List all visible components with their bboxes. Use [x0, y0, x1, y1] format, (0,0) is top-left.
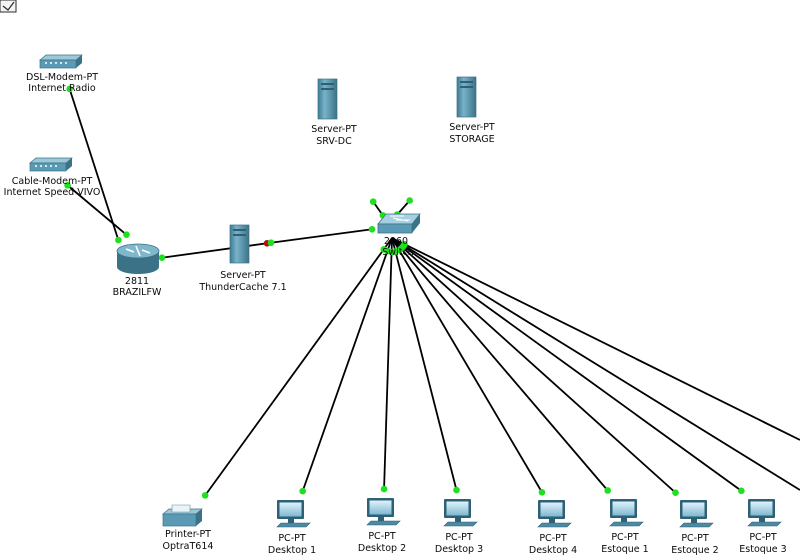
- pc-type-label: PC-PT: [445, 532, 473, 543]
- switch-node[interactable]: 2960 Switch: [377, 213, 421, 258]
- thundercache-type-label: Server-PT: [220, 270, 266, 281]
- pc-type-label: PC-PT: [611, 532, 639, 543]
- dsl-modem-icon: [39, 54, 83, 69]
- switch-name-label: Switch: [382, 247, 413, 258]
- port-up-indicator: [369, 198, 377, 205]
- cable-switch-printer[interactable]: [203, 237, 393, 498]
- thundercache-server-node[interactable]: Server-PT ThunderCache 7.1: [198, 224, 287, 293]
- window-corner-icon: [0, 0, 17, 13]
- pc-icon: [276, 500, 311, 528]
- switch-type-label: 2960: [384, 236, 408, 247]
- pc-name-label: Desktop 1: [268, 545, 316, 556]
- storage-name-label: STORAGE: [449, 134, 494, 145]
- pc-icon: [443, 499, 478, 527]
- cable-dsl-router[interactable]: [68, 86, 120, 243]
- thundercache-name-label: ThunderCache 7.1: [198, 282, 286, 293]
- port-up-indicator: [380, 485, 388, 493]
- switch-icon: [377, 213, 421, 234]
- pc-name-label: Estoque 2: [671, 545, 718, 556]
- port-up-indicator: [158, 254, 166, 262]
- port-up-indicator: [267, 239, 275, 247]
- srv-dc-name-label: SRV-DC: [316, 136, 352, 147]
- printer-icon: [162, 504, 203, 527]
- cable-switch-d4[interactable]: [391, 237, 544, 495]
- pc-type-label: PC-PT: [749, 532, 777, 543]
- port-up-indicator: [201, 492, 209, 499]
- port-up-indicator: [115, 236, 122, 244]
- storage-server-node[interactable]: Server-PT STORAGE: [449, 76, 495, 145]
- dsl-modem-name-label: Internet Radio: [28, 83, 96, 94]
- port-up-indicator: [538, 488, 546, 496]
- srv-dc-server-node[interactable]: Server-PT SRV-DC: [311, 78, 357, 147]
- cable-cache-switch[interactable]: [268, 228, 375, 244]
- cable-modem-node[interactable]: Cable-Modem-PT Internet Speed VIVO: [4, 157, 101, 198]
- pc-icon: [679, 500, 714, 528]
- cable-switch-offscreen-1[interactable]: [391, 237, 800, 441]
- pc-type-label: PC-PT: [681, 533, 709, 544]
- cable-switch-d1[interactable]: [301, 237, 393, 494]
- pc-icon: [537, 500, 572, 528]
- port-up-indicator: [66, 85, 73, 93]
- links-layer: [65, 86, 800, 498]
- port-up-indicator: [123, 231, 130, 239]
- pc-icon: [747, 499, 782, 527]
- cable-cable-router[interactable]: [65, 183, 129, 237]
- port-up-indicator: [604, 487, 612, 494]
- dsl-modem-node[interactable]: DSL-Modem-PT Internet Radio: [26, 54, 98, 94]
- server-icon: [317, 78, 338, 120]
- cable-switch-d3[interactable]: [391, 237, 458, 493]
- pc-name-label: Desktop 3: [435, 544, 483, 555]
- pc-type-label: PC-PT: [278, 533, 306, 544]
- pc-name-label: Estoque 1: [601, 544, 648, 555]
- port-up-indicator: [406, 197, 413, 204]
- router-type-label: 2811: [125, 276, 149, 287]
- port-up-indicator: [64, 181, 71, 189]
- pc-icon: [366, 498, 401, 526]
- printer-name-label: OptraT614: [163, 541, 214, 552]
- srv-dc-type-label: Server-PT: [311, 124, 357, 135]
- pc-type-label: PC-PT: [539, 533, 567, 544]
- port-up-indicator: [738, 487, 745, 495]
- cable-modem-icon: [29, 157, 73, 172]
- cable-switch-d2[interactable]: [383, 237, 393, 492]
- port-up-indicator: [672, 489, 679, 496]
- server-icon: [229, 224, 250, 264]
- router-node[interactable]: 2811 BRAZILFW: [113, 243, 162, 298]
- printer-type-label: Printer-PT: [165, 529, 211, 540]
- pc-type-label: PC-PT: [368, 531, 396, 542]
- storage-type-label: Server-PT: [449, 122, 495, 133]
- cable-switch-e2[interactable]: [391, 237, 678, 495]
- pc-icon: [609, 499, 644, 527]
- cable-switch-e1[interactable]: [391, 237, 610, 493]
- port-up-indicator: [453, 486, 460, 494]
- port-up-indicator: [368, 225, 376, 233]
- port-indicators: [64, 85, 745, 499]
- cable-switch-e3[interactable]: [391, 237, 744, 493]
- router-icon: [116, 243, 160, 274]
- cable-modem-name-label: Internet Speed VIVO: [4, 187, 101, 198]
- server-icon: [456, 76, 477, 118]
- cable-router-cache[interactable]: [159, 242, 270, 259]
- port-up-indicator: [400, 242, 408, 249]
- cable-switch-offscreen-2[interactable]: [391, 237, 800, 491]
- cable-modem-type-label: Cable-Modem-PT: [12, 176, 93, 187]
- dsl-modem-type-label: DSL-Modem-PT: [26, 72, 98, 83]
- pc-name-label: Desktop 2: [358, 543, 406, 554]
- printer-node[interactable]: Printer-PT OptraT614: [162, 504, 214, 552]
- router-name-label: BRAZILFW: [113, 287, 162, 298]
- port-up-indicator: [299, 487, 306, 495]
- pc-name-label: Desktop 4: [529, 545, 577, 556]
- pc-name-label: Estoque 3: [739, 544, 786, 555]
